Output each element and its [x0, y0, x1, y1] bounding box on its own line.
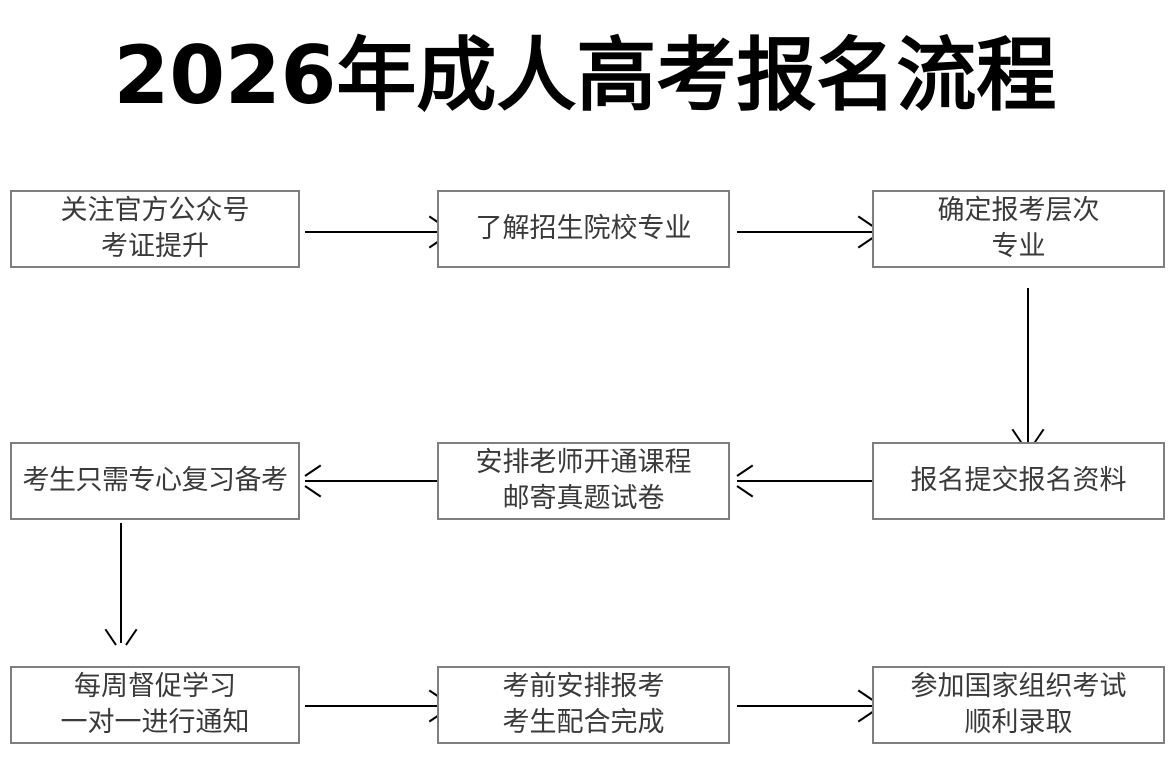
flow-node-n9-line-2: 顺利录取: [964, 707, 1073, 737]
connector-shaft: [737, 231, 872, 233]
flow-node-n1: 关注官方公众号 考证提升: [10, 190, 300, 268]
connector-shaft: [737, 480, 872, 482]
flow-node-n3: 确定报考层次 专业: [872, 190, 1165, 268]
connector-shaft: [305, 231, 443, 233]
flow-node-n7-line-1: 每周督促学习: [74, 671, 236, 702]
flow-node-n9-line-1: 参加国家组织考试: [910, 671, 1127, 702]
flow-node-n8-line-2: 考生配合完成: [502, 707, 665, 737]
flow-node-n8: 考前安排报考 考生配合完成: [437, 666, 730, 744]
flow-node-n5-line-2: 邮寄真题试卷: [502, 483, 665, 513]
connector-shaft: [305, 705, 443, 707]
connector-shaft: [737, 705, 872, 707]
connector-shaft: [305, 480, 437, 482]
page-title: 2026年成人高考报名流程: [113, 29, 1057, 122]
connector-shaft: [1027, 288, 1029, 443]
flow-node-n4: 考生只需专心复习备考: [10, 442, 300, 520]
flow-node-n8-line-1: 考前安排报考: [502, 671, 665, 702]
flow-node-n2: 了解招生院校专业: [437, 190, 730, 268]
flow-node-n3-line-1: 确定报考层次: [937, 195, 1100, 226]
connector-n5-to-n4: [304, 464, 437, 498]
flow-node-n4-line-1: 考生只需专心复习备考: [22, 465, 289, 496]
flow-node-n5: 安排老师开通课程 邮寄真题试卷: [437, 442, 730, 520]
flow-node-n5-line-1: 安排老师开通课程: [475, 447, 692, 478]
flow-node-n9: 参加国家组织考试 顺利录取: [872, 666, 1165, 744]
connector-shaft: [120, 523, 122, 643]
connector-n7-to-n8: [305, 689, 446, 723]
connector-n4-to-n7: [104, 523, 138, 646]
connector-n8-to-n9: [737, 689, 875, 723]
flow-node-n3-line-2: 专业: [991, 231, 1046, 261]
connector-n3-to-n6: [1011, 288, 1045, 446]
flow-node-n7: 每周督促学习 一对一进行通知: [10, 666, 300, 744]
flow-node-n1-line-1: 关注官方公众号: [60, 195, 250, 226]
flow-node-n6-line-1: 报名提交报名资料: [910, 465, 1127, 496]
connector-n6-to-n5: [736, 464, 872, 498]
flow-node-n1-line-2: 考证提升: [101, 231, 209, 261]
flow-node-n6: 报名提交报名资料: [872, 442, 1165, 520]
connector-n2-to-n3: [737, 215, 875, 249]
flow-node-n2-line-1: 了解招生院校专业: [475, 213, 692, 244]
connector-n1-to-n2: [305, 215, 446, 249]
flow-node-n7-line-2: 一对一进行通知: [60, 707, 250, 737]
